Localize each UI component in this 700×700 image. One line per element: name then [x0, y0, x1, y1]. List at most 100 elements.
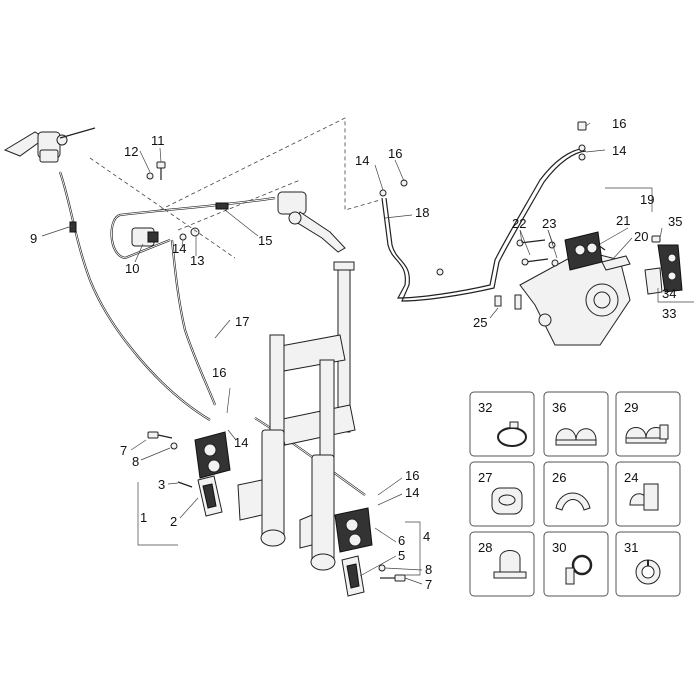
callout-9: 9: [30, 231, 37, 246]
callout-labels: 9 10 11 12 13 14 15 17 16 14 7 8 3 1 2 1…: [30, 116, 682, 592]
callout-34: 34: [662, 286, 676, 301]
clip-box-32: 32: [469, 391, 535, 457]
svg-text:27: 27: [478, 470, 492, 485]
callout-10: 10: [125, 261, 139, 276]
callout-22: 22: [512, 216, 526, 231]
callout-35: 35: [668, 214, 682, 229]
callout-14b: 14: [234, 435, 248, 450]
bracket-group-19: [605, 187, 653, 212]
svg-text:24: 24: [624, 470, 638, 485]
callout-14e: 14: [612, 143, 626, 158]
callout-16c: 16: [388, 146, 402, 161]
brake-pad-2: [197, 475, 223, 517]
double-clip-bracket-icon: [625, 424, 669, 444]
split-grommet-icon: [635, 559, 661, 585]
callout-5: 5: [398, 548, 405, 563]
callout-19: 19: [640, 192, 654, 207]
clip-box-36: 36: [543, 391, 609, 457]
svg-text:36: 36: [552, 400, 566, 415]
callout-14c: 14: [405, 485, 419, 500]
pad-pin-3: [177, 481, 193, 488]
reference-dashed-lines: [89, 117, 381, 259]
hose-fitting-left-end: [436, 268, 444, 276]
bracket-group-4: [405, 521, 421, 576]
rear-swingarm: [519, 254, 631, 346]
svg-text:32: 32: [478, 400, 492, 415]
rear-caliper-19: [564, 231, 603, 271]
caliper-spacers-23: [548, 241, 559, 267]
washer-8-left: [170, 442, 178, 450]
clip-box-31: 31: [615, 531, 681, 597]
clip-box-30: 30: [543, 531, 609, 597]
brake-switch-10: [131, 227, 159, 247]
callout-17: 17: [235, 314, 249, 329]
callout-8b: 8: [425, 562, 432, 577]
rear-brake-pipe-18: [381, 147, 587, 302]
banjo-fitting-14-18: [379, 179, 408, 197]
double-clip-icon: [555, 428, 597, 446]
saddle-clip-icon: [555, 492, 591, 511]
callout-13: 13: [190, 253, 204, 268]
brake-pad-20: [601, 255, 631, 271]
callout-14a: 14: [172, 241, 186, 256]
brake-hose-17: [170, 239, 366, 496]
front-fork-assembly: [237, 261, 356, 571]
callout-8a: 8: [132, 454, 139, 469]
callout-16a: 16: [212, 365, 226, 380]
clip-box-24: 24: [615, 461, 681, 527]
callout-4: 4: [423, 529, 430, 544]
callout-1: 1: [140, 510, 147, 525]
bolt-7-right: [380, 574, 406, 582]
callout-15: 15: [258, 233, 272, 248]
callout-2: 2: [170, 514, 177, 529]
left-master-cylinder: [3, 127, 96, 163]
brake-pad-5: [341, 555, 365, 597]
caliper-assembly-33: [644, 235, 683, 295]
svg-text:31: 31: [624, 540, 638, 555]
pad-pin-21: [597, 244, 606, 251]
bracket-clip-icon: [629, 483, 659, 511]
callout-3: 3: [158, 477, 165, 492]
right-master-cylinder: [277, 191, 346, 253]
banjo-bolt-13: [179, 227, 200, 241]
bracket-group-1: [137, 482, 178, 546]
clip-box-27: 27: [469, 461, 535, 527]
svg-text:30: 30: [552, 540, 566, 555]
p-clip-bracket-icon: [493, 550, 527, 579]
bolt-25: [494, 294, 522, 310]
washer-8-right: [378, 564, 386, 572]
callout-11: 11: [151, 133, 165, 148]
top-right-fittings: [577, 121, 587, 161]
callout-18: 18: [415, 205, 429, 220]
callout-7b: 7: [425, 577, 432, 592]
p-clip-icon: [565, 554, 593, 585]
left-front-caliper: [194, 431, 231, 479]
clip-box-28: 28: [469, 531, 535, 597]
right-front-caliper: [334, 507, 373, 553]
rubber-grommet-icon: [491, 487, 523, 515]
callout-6: 6: [398, 533, 405, 548]
brake-hose-15: [110, 196, 276, 260]
bolt-7-left: [147, 431, 173, 439]
leader-lines: [41, 122, 663, 585]
svg-text:26: 26: [552, 470, 566, 485]
callout-23: 23: [542, 216, 556, 231]
svg-text:29: 29: [624, 400, 638, 415]
callout-7a: 7: [120, 443, 127, 458]
bracket-group-33: [657, 288, 694, 303]
brake-cable-9: [58, 171, 211, 421]
caliper-bolts-22: [516, 239, 549, 266]
callout-16b: 16: [405, 468, 419, 483]
screw-11: [156, 161, 166, 180]
callout-12: 12: [124, 144, 138, 159]
callout-20: 20: [634, 229, 648, 244]
clip-box-26: 26: [543, 461, 609, 527]
callout-14d: 14: [355, 153, 369, 168]
svg-text:28: 28: [478, 540, 492, 555]
callout-25: 25: [473, 315, 487, 330]
cable-tie-icon: [497, 421, 527, 447]
callout-16d: 16: [612, 116, 626, 131]
callout-33: 33: [662, 306, 676, 321]
clip-grid: 32 36 29: [469, 391, 681, 597]
